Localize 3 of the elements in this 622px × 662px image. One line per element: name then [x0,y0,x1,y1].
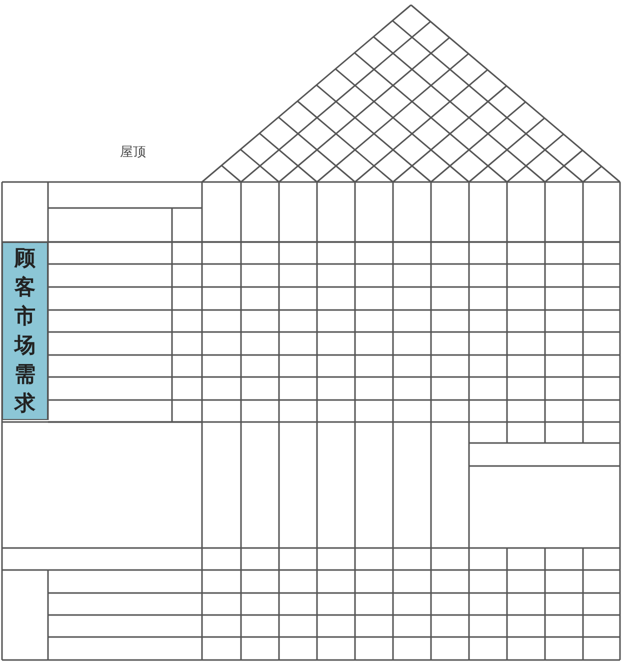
category-header-box [2,242,48,420]
section-label: 屋顶 [120,144,146,161]
vertical-heading: 顾客市场需求 [13,245,36,417]
